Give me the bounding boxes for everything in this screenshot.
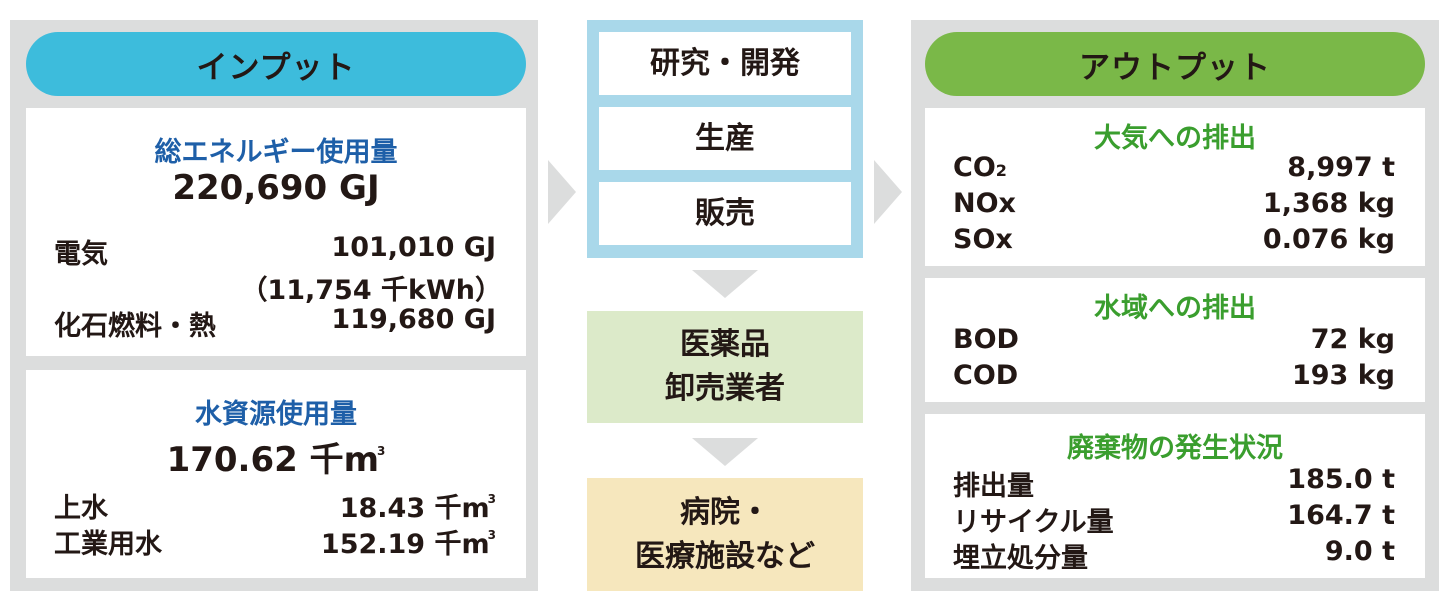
water-row-value: 152.19 千m3 xyxy=(321,522,496,561)
right-arrow-icon xyxy=(874,160,902,224)
water-row-unit-sup: 3 xyxy=(487,492,496,506)
right-arrow-icon xyxy=(548,160,576,224)
water-total: 170.62 千m3 xyxy=(26,432,526,481)
energy-row-fossil: 化石燃料・熱 119,680 GJ xyxy=(54,304,496,342)
air-row-nox: NOx 1,368 kg xyxy=(953,188,1395,224)
input-panel: インプット 総エネルギー使用量 220,690 GJ 電気 101,010 GJ… xyxy=(10,20,538,591)
wholesaler-line1: 医薬品 xyxy=(680,327,770,362)
energy-title: 総エネルギー使用量 xyxy=(154,137,398,168)
energy-card: 総エネルギー使用量 220,690 GJ 電気 101,010 GJ （11,7… xyxy=(26,108,526,356)
energy-row-value: （11,754 千kWh） xyxy=(240,275,502,306)
waste-card: 廃棄物の発生状況 排出量 185.0 t リサイクル量 164.7 t 埋立処分… xyxy=(925,414,1425,578)
wholesaler-line2: 卸売業者 xyxy=(665,371,785,406)
air-row-co2: CO2 8,997 t xyxy=(953,152,1395,188)
waste-row-value: 9.0 t xyxy=(1324,536,1395,567)
air-row-sox: SOx 0.076 kg xyxy=(953,224,1395,260)
air-emission-card: 大気への排出 CO2 8,997 t NOx 1,368 kg SOx 0.07… xyxy=(925,108,1425,266)
process-step-production: 生産 xyxy=(599,107,851,170)
air-row-value: 0.076 kg xyxy=(1262,224,1395,255)
wholesaler-box: 医薬品 卸売業者 xyxy=(587,311,863,423)
waste-row-landfill: 埋立処分量 9.0 t xyxy=(953,536,1395,574)
output-panel: アウトプット 大気への排出 CO2 8,997 t NOx 1,368 kg S… xyxy=(911,20,1439,591)
air-row-label: SOx xyxy=(953,224,1013,255)
water-emission-row-bod: BOD 72 kg xyxy=(953,324,1395,360)
waste-row-label: リサイクル量 xyxy=(953,507,1114,538)
water-card: 水資源使用量 170.62 千m3 上水 18.43 千m3 工業用水 152.… xyxy=(26,370,526,578)
process-box: 研究・開発 生産 販売 xyxy=(587,20,863,258)
water-row-label: 工業用水 xyxy=(54,529,162,560)
air-row-label: NOx xyxy=(953,188,1016,219)
energy-row-value: 119,680 GJ xyxy=(331,304,496,335)
water-emission-row-label: BOD xyxy=(953,324,1019,355)
waste-row-value: 185.0 t xyxy=(1287,464,1395,495)
water-emission-title: 水域への排出 xyxy=(1094,293,1256,324)
process-step-rnd: 研究・開発 xyxy=(599,32,851,95)
air-row-value: 1,368 kg xyxy=(1262,188,1395,219)
water-title: 水資源使用量 xyxy=(195,399,357,430)
waste-row-emitted: 排出量 185.0 t xyxy=(953,464,1395,502)
waste-row-label: 排出量 xyxy=(953,471,1034,502)
energy-row-kwh: （11,754 千kWh） xyxy=(54,268,502,306)
waste-row-recycled: リサイクル量 164.7 t xyxy=(953,500,1395,538)
water-row-industrial: 工業用水 152.19 千m3 xyxy=(54,522,496,561)
down-arrow-icon xyxy=(692,438,758,466)
process-step-sales: 販売 xyxy=(599,182,851,245)
down-arrow-icon xyxy=(692,270,758,298)
water-total-unit-sup: 3 xyxy=(377,443,386,458)
air-row-label-text: CO xyxy=(953,152,996,183)
water-emission-row-value: 72 kg xyxy=(1310,324,1395,355)
air-row-label: CO2 xyxy=(953,152,1007,183)
water-emission-row-value: 193 kg xyxy=(1291,360,1395,391)
water-row-unit-sup: 3 xyxy=(487,528,496,542)
water-row-value-text: 152.19 千m xyxy=(320,529,490,560)
energy-total: 220,690 GJ xyxy=(172,168,380,208)
water-emission-card: 水域への排出 BOD 72 kg COD 193 kg xyxy=(925,278,1425,402)
energy-row-value: 101,010 GJ xyxy=(331,232,496,263)
water-row-value-text: 18.43 千m xyxy=(339,493,490,524)
water-row-label: 上水 xyxy=(54,493,108,524)
air-row-value: 8,997 t xyxy=(1287,152,1395,183)
hospital-line1: 病院・ xyxy=(680,494,770,530)
waste-title: 廃棄物の発生状況 xyxy=(1067,433,1283,464)
water-emission-row-cod: COD 193 kg xyxy=(953,360,1395,396)
water-row-value: 18.43 千m3 xyxy=(340,486,496,525)
energy-row-electric: 電気 101,010 GJ xyxy=(54,232,496,270)
water-total-value: 170.62 千m xyxy=(166,440,380,480)
hospital-box: 病院・ 医療施設など xyxy=(587,478,863,591)
air-title: 大気への排出 xyxy=(1094,123,1256,154)
water-row-tap: 上水 18.43 千m3 xyxy=(54,486,496,525)
waste-row-value: 164.7 t xyxy=(1287,500,1395,531)
energy-row-label: 電気 xyxy=(54,239,108,270)
energy-row-label: 化石燃料・熱 xyxy=(54,311,216,342)
water-emission-row-label: COD xyxy=(953,360,1019,391)
air-row-label-sub: 2 xyxy=(995,161,1007,180)
input-header: インプット xyxy=(26,32,526,96)
hospital-line2: 医療施設など xyxy=(635,538,815,574)
output-header: アウトプット xyxy=(925,32,1425,96)
waste-row-label: 埋立処分量 xyxy=(953,543,1088,574)
